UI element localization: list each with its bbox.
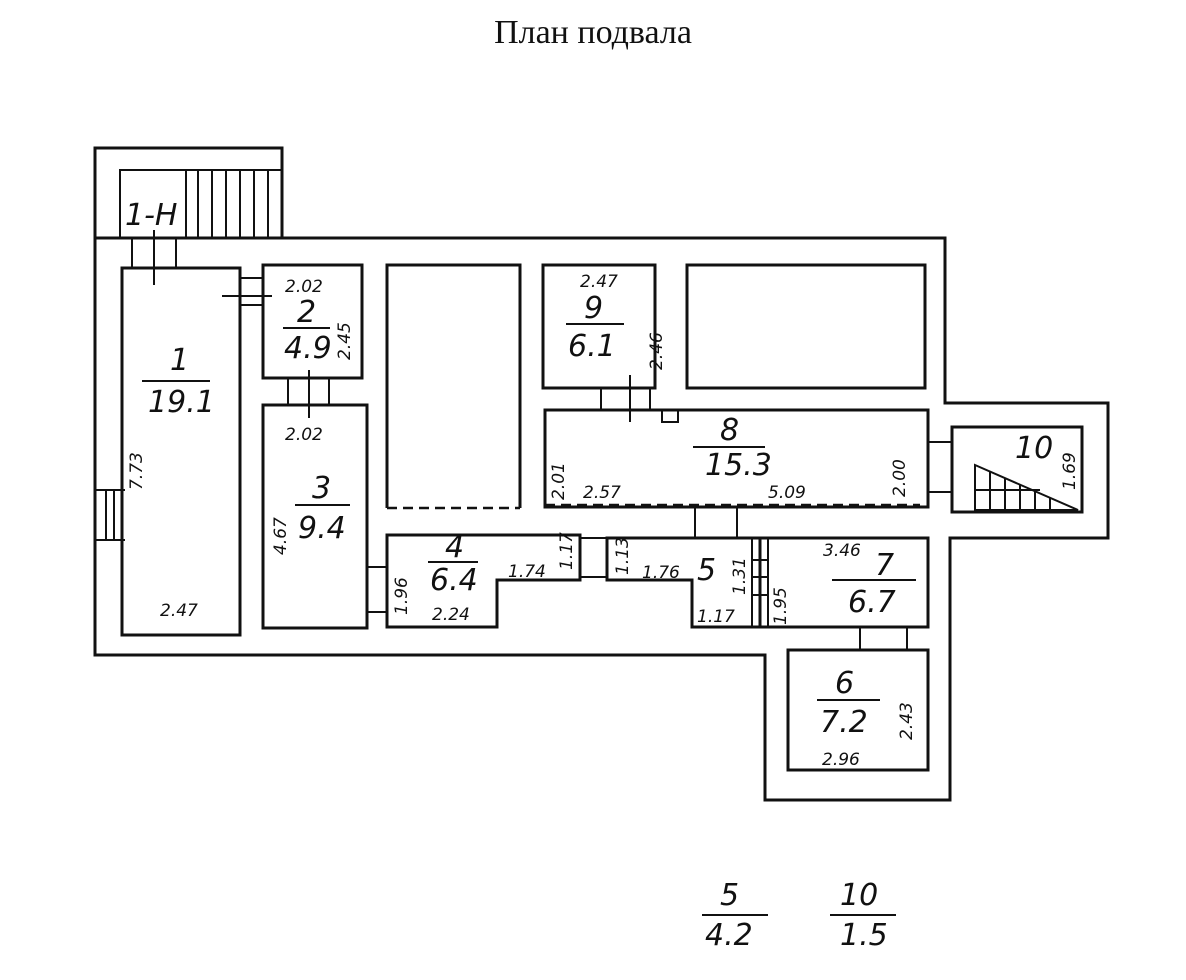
entrance-label: 1-Н — [125, 198, 177, 233]
room-dimension: 2.47 — [160, 601, 198, 621]
room-area: 6.1 — [568, 329, 616, 364]
room-number: 10 — [1015, 431, 1053, 466]
room-dimension: 2.96 — [822, 750, 860, 770]
fraction-bars — [142, 323, 916, 916]
room-dimension: 1.96 — [392, 577, 412, 615]
room-1 — [120, 266, 242, 637]
room-area: 19.1 — [148, 385, 215, 420]
room-dimension: 1.95 — [771, 587, 791, 625]
room-number: 2 — [297, 295, 316, 330]
room-dimension: 2.43 — [897, 702, 917, 740]
room-area: 9.4 — [298, 511, 346, 546]
room-7 — [758, 536, 930, 629]
room-6 — [786, 648, 930, 772]
room-4 — [385, 533, 582, 629]
room-dimension: 2.46 — [647, 332, 667, 370]
room-number: 7 — [875, 548, 894, 583]
room-10 — [950, 425, 1084, 514]
room-dimension: 2.24 — [432, 605, 470, 625]
room-dimension: 1.31 — [730, 557, 750, 595]
unlabeled-space-2 — [685, 263, 927, 390]
room-9 — [541, 263, 657, 390]
legend-room-area: 1.5 — [840, 918, 888, 953]
room-number: 9 — [584, 291, 603, 326]
room-number: 8 — [720, 413, 739, 448]
doorways — [95, 230, 952, 650]
room-dimension: 1.13 — [613, 537, 633, 575]
room-dimension: 1.69 — [1060, 452, 1080, 490]
room-dimension: 2.02 — [285, 425, 323, 445]
legend-room-area: 4.2 — [705, 918, 753, 953]
room-area: 6.7 — [848, 585, 896, 620]
stairs-room-10 — [974, 463, 1079, 511]
room-dimension: 2.02 — [285, 277, 323, 297]
room-dimension: 2.45 — [335, 322, 355, 360]
entrance-vestibule — [119, 169, 283, 239]
entrance-stairs — [185, 170, 269, 238]
room-number: 6 — [835, 666, 854, 701]
room-number: 3 — [312, 471, 331, 506]
room-area: 4.9 — [284, 331, 332, 366]
outer-wall — [93, 236, 1110, 802]
legend-room-number: 10 — [840, 878, 878, 913]
room-dimension: 5.09 — [768, 483, 806, 503]
legend-room-number: 5 — [720, 878, 739, 913]
room-2 — [261, 263, 364, 380]
room-3 — [261, 403, 369, 630]
room-number: 1 — [170, 343, 189, 378]
room-area: 15.3 — [705, 448, 772, 483]
room-dimension: 1.74 — [508, 562, 546, 582]
stairs-room-5 — [751, 538, 769, 627]
room-dimension: 2.00 — [890, 459, 910, 497]
plan-title: План подвала — [494, 14, 692, 51]
room-number: 4 — [445, 530, 464, 565]
room-area: 7.2 — [820, 705, 868, 740]
room-dimension: 2.57 — [583, 483, 621, 503]
room-dimension: 1.17 — [697, 607, 735, 627]
unlabeled-space-1 — [385, 263, 522, 508]
room-dimension: 3.46 — [823, 541, 861, 561]
room-dimension: 1.76 — [642, 563, 680, 583]
room-dimension: 4.67 — [271, 517, 291, 555]
room-area: 6.4 — [430, 563, 478, 598]
room-dimension: 2.47 — [580, 272, 618, 292]
room-dimension: 7.73 — [127, 452, 147, 490]
room-dimension: 1.17 — [557, 532, 577, 570]
room-number: 5 — [697, 553, 716, 588]
room-dimension: 2.01 — [549, 462, 569, 500]
